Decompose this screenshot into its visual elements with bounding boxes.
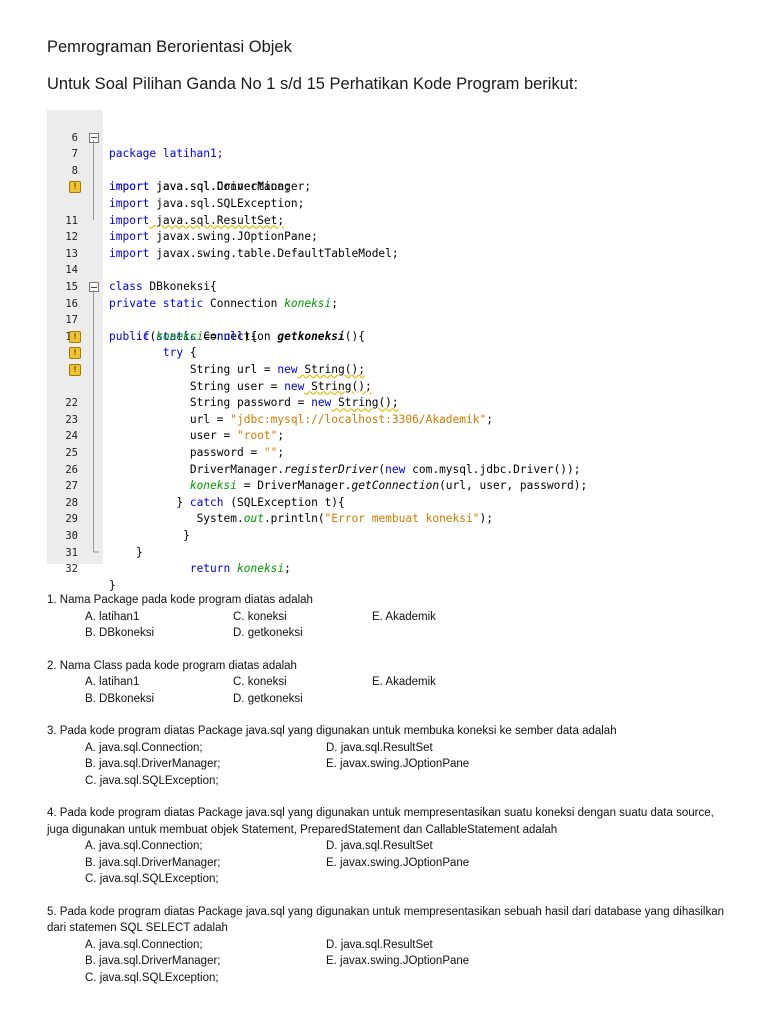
option-b[interactable]: B. DBkoneksi [85,627,155,639]
option-b[interactable]: B. java.sql.DriverManager; [85,856,221,869]
code-line: 22 url = "jdbc:mysql://localhost:3306/Ak… [65,397,493,426]
option-e[interactable]: E. javax.swing.JOptionPane [326,856,470,869]
option-d[interactable]: D. getkoneksi [233,627,303,639]
question-4: 4. Pada kode program diatas Package java… [47,805,737,888]
question-2: 2. Nama Class pada kode program diatas a… [47,658,737,708]
option-e[interactable]: E. javax.swing.JOptionPane [326,955,470,967]
code-line: 18 try { [65,331,197,360]
code-line: 28 System.out.println("Error membuat kon… [65,496,493,526]
code-line: 9 import java.sql.SQLException; [72,181,305,210]
code-line: 12 import javax.swing.table.DefaultTable… [65,231,399,260]
option-d[interactable]: D. java.sql.ResultSet [326,840,433,852]
option-d[interactable]: D. java.sql.ResultSet [326,938,433,951]
answer-options: A. java.sql.Connection; D. java.sql.Resu… [85,937,737,987]
answer-options: A. latihan1 C. koneksi E. Akademik B. DB… [85,674,737,707]
code-line: 29 } [65,513,190,542]
option-e[interactable]: E. Akademik [372,610,436,623]
option-c[interactable]: C. koneksi [233,610,287,623]
code-line: 24 password = ""; [65,430,285,459]
code-line: 8 import java.sql.DriverManager; [71,164,312,194]
code-line: 11 import javax.swing.JOptionPane; [65,214,318,244]
option-a[interactable]: A. java.sql.Connection; [85,840,203,852]
instructions: Untuk Soal Pilihan Ganda No 1 s/d 15 Per… [47,75,579,93]
option-b[interactable]: B. java.sql.DriverManager; [85,758,221,770]
answer-options: A. java.sql.Connection; D. java.sql.Resu… [85,838,737,888]
fold-guides [93,140,99,553]
option-a[interactable]: A. latihan1 [85,676,140,688]
code-line: 17 if(koneksi==null){ [65,314,258,343]
code-line: 6 package latihan1; [71,131,224,161]
code-line: 23 user = "root"; [65,413,285,443]
question-text: 3. Pada kode program diatas Package java… [47,725,617,737]
question-text: 5. Pada kode program diatas Package java… [47,905,725,935]
code-line: 31 return koneksi; [65,546,291,576]
code-line: 13 [65,247,78,260]
code-line: ! String user = new String(); [47,345,715,393]
warning-icon[interactable]: ! [69,347,81,360]
code-line: ! String password = new String(); [47,362,715,409]
code-line: 14 class DBkoneksi{ [65,264,217,293]
questions-section: 1. Nama Package pada kode program diatas… [47,592,737,1002]
option-d[interactable]: D. java.sql.ResultSet [326,741,433,754]
option-a[interactable]: A. latihan1 [85,610,140,623]
option-c[interactable]: C. koneksi [233,676,287,688]
warning-icon[interactable]: ! [69,364,81,376]
code-line: 7 import java.sql.Connection; [47,130,715,193]
option-c[interactable]: C. java.sql.SQLException; [85,873,219,885]
code-line: ! String url = new String(); [47,329,715,376]
option-e[interactable]: E. Akademik [372,676,436,688]
question-1: 1. Nama Package pada kode program diatas… [47,592,737,642]
question-text: 2. Nama Class pada kode program diatas a… [47,659,297,672]
question-3: 3. Pada kode program diatas Package java… [47,723,737,789]
option-c[interactable]: C. java.sql.SQLException; [85,774,219,787]
code-line: ! import java.sql.ResultSet; [47,179,715,227]
code-screenshot: 6 package latihan1; 7 import java.sql.Co… [47,110,715,592]
question-5: 5. Pada kode program diatas Package java… [47,904,737,987]
warning-icon[interactable]: ! [69,330,81,343]
answer-options: A. latihan1 C. koneksi E. Akademik B. DB… [85,609,737,642]
code-line: 16 public static Connection getkoneksi()… [47,279,715,343]
option-c[interactable]: C. java.sql.SQLException; [85,971,219,984]
code-line: 25 DriverManager.registerDriver(new com.… [65,446,581,476]
code-line: 30 } [65,529,143,559]
option-d[interactable]: D. getkoneksi [233,692,303,705]
option-e[interactable]: E. javax.swing.JOptionPane [326,758,470,770]
code-line: 15 private static Connection koneksi; [65,280,339,310]
code-line: 26 koneksi = DriverManager.getConnection… [65,463,588,493]
code-line: 27 } catch (SQLException t){ [65,480,345,509]
document-title: Pemrograman Berorientasi Objek [47,38,292,56]
question-text: 4. Pada kode program diatas Package java… [47,807,714,836]
option-b[interactable]: B. java.sql.DriverManager; [85,955,221,967]
answer-options: A. java.sql.Connection; D. java.sql.Resu… [85,740,737,790]
option-b[interactable]: B. DBkoneksi [85,692,155,705]
option-a[interactable]: A. java.sql.Connection; [85,938,203,951]
question-text: 1. Nama Package pada kode program diatas… [47,594,313,606]
code-line: 32 } [65,563,116,592]
warning-icon[interactable]: ! [69,181,81,194]
option-a[interactable]: A. java.sql.Connection; [85,741,203,754]
